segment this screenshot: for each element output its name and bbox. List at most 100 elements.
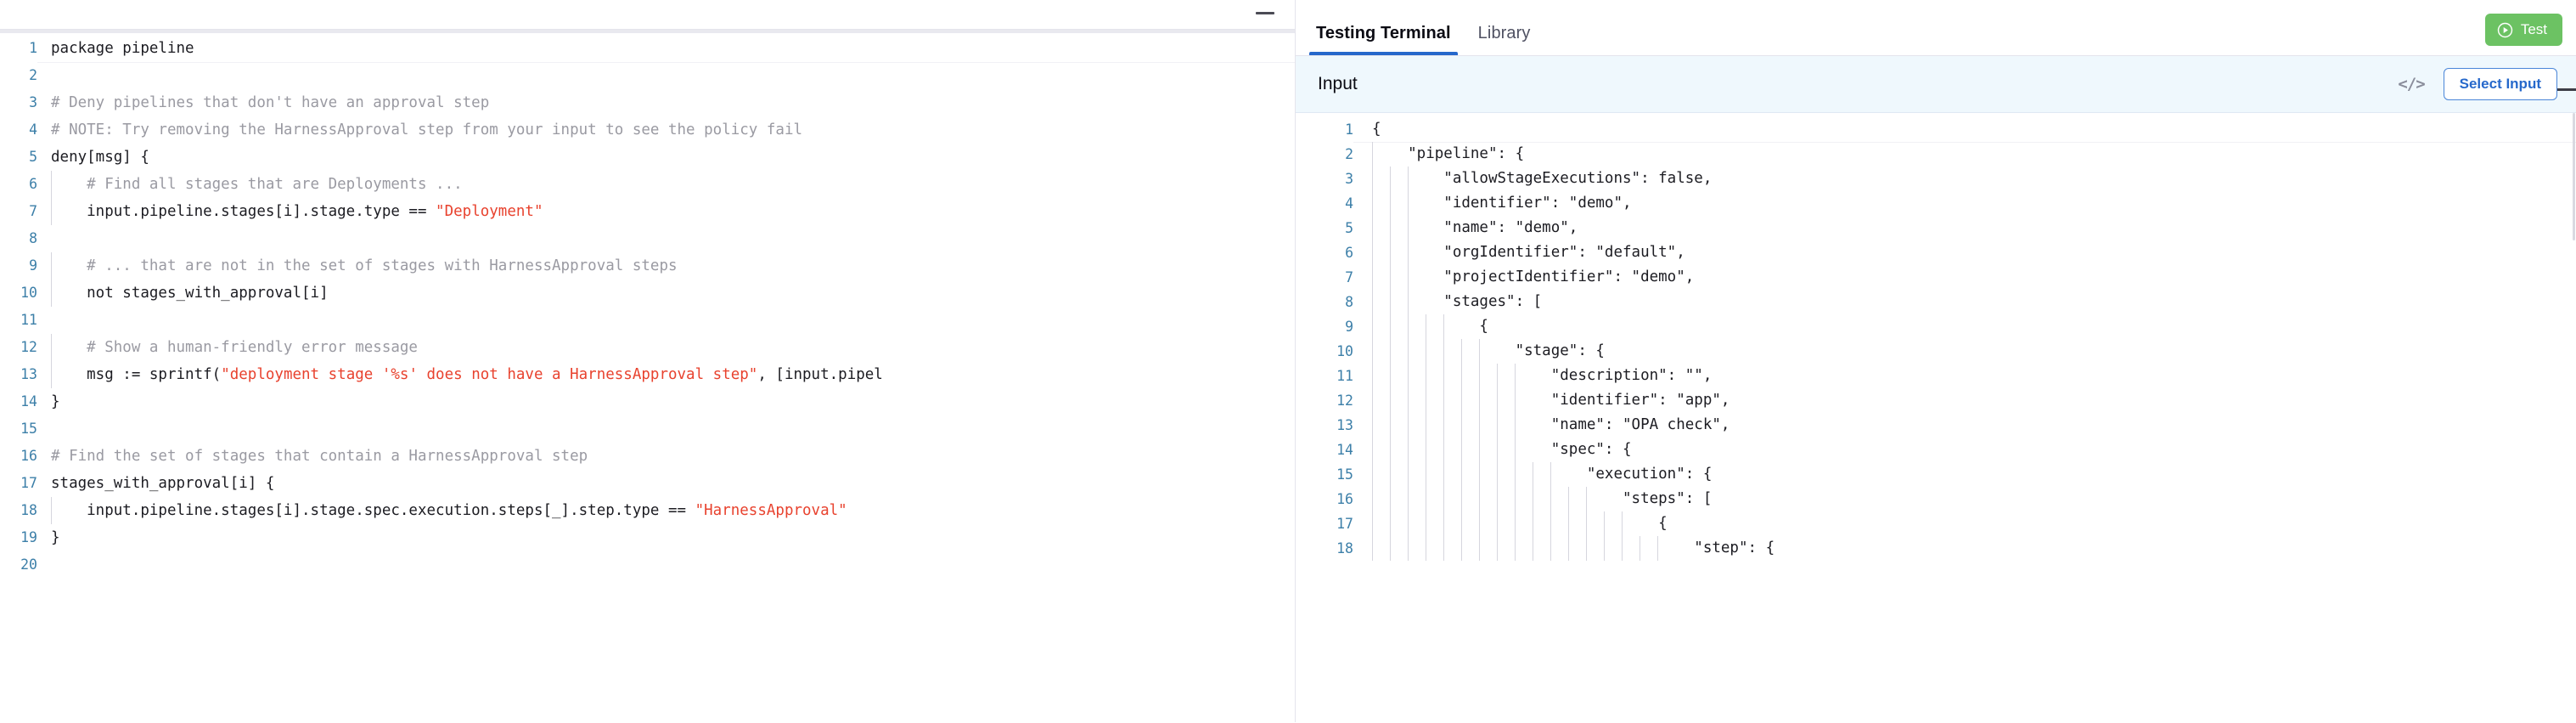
code-token-code: input.pipeline.stages[i].stage.type == [51,203,436,220]
line-number: 12 [1336,393,1353,409]
bottom-strip [1296,717,2576,722]
code-token-comment: # ... that are not in the set of stages … [51,257,678,274]
panel-collapse-icon[interactable] [2557,88,2576,91]
json-line-content: "execution": { [1353,462,2576,487]
code-token-code: stages_with_approval[i] { [51,475,275,492]
input-json-scroll-area[interactable]: 1{2 "pipeline": {3 "allowStageExecutions… [1296,113,2576,722]
editor-toolbar [0,0,1295,30]
json-line: 9 { [1296,314,2576,339]
json-line: 18 "step": { [1296,536,2576,561]
code-line-content: # NOTE: Try removing the HarnessApproval… [37,116,1295,144]
testing-terminal-pane: Testing Terminal Library Test Input </> … [1295,0,2576,722]
code-line: 20 [0,551,1295,579]
json-line: 13 "name": "OPA check", [1296,413,2576,438]
editor-horizontal-scrollbar[interactable] [0,30,1295,33]
test-button-label: Test [2520,21,2547,37]
json-line-content: "name": "OPA check", [1353,413,2576,438]
code-token-comment: # Deny pipelines that don't have an appr… [51,94,490,111]
json-line-content: "orgIdentifier": "default", [1353,240,2576,265]
line-number: 5 [1345,220,1353,236]
code-line: 16 # Find the set of stages that contain … [0,443,1295,470]
json-line: 1{ [1296,117,2576,142]
line-number: 14 [20,393,37,410]
code-token-code: } [51,393,60,410]
line-number: 20 [20,556,37,573]
line-number: 9 [1345,319,1353,335]
test-button[interactable]: Test [2484,14,2562,46]
json-text: "stage": { [1372,342,1605,359]
json-text: "pipeline": { [1372,145,1525,162]
line-number: 5 [29,149,37,165]
code-token-code: } [51,529,60,546]
json-line-content: "steps": [ [1353,487,2576,511]
tab-testing-terminal[interactable]: Testing Terminal [1302,25,1465,55]
code-line: 15 [0,415,1295,443]
line-number: 2 [29,67,37,83]
json-text: "step": { [1372,539,1775,556]
json-text: "projectIdentifier": "demo", [1372,268,1695,285]
code-line-content: # Show a human-friendly error message [37,334,1295,361]
json-line-content: "spec": { [1353,438,2576,462]
code-line-content: deny[msg] { [37,144,1295,171]
line-number: 15 [1336,466,1353,483]
code-brackets-icon[interactable]: </> [2398,75,2425,93]
json-text: "stages": [ [1372,293,1543,310]
code-line: 3 # Deny pipelines that don't have an app… [0,89,1295,116]
line-number: 18 [20,502,37,518]
json-line: 7 "projectIdentifier": "demo", [1296,265,2576,290]
code-line: 11 [0,307,1295,334]
code-line: 13 msg := sprintf("deployment stage '%s'… [0,361,1295,388]
code-token-code: input.pipeline.stages[i].stage.spec.exec… [51,502,695,519]
line-number: 6 [29,176,37,192]
select-input-button[interactable]: Select Input [2443,68,2557,100]
line-number: 4 [1345,195,1353,212]
line-number: 13 [20,366,37,382]
minimize-icon[interactable] [1256,12,1274,17]
code-token-comment: # NOTE: Try removing the HarnessApproval… [51,121,803,138]
json-line-content: "projectIdentifier": "demo", [1353,265,2576,290]
code-line-content: } [37,388,1295,415]
code-line-content: } [37,524,1295,551]
code-token-code: deny[msg] { [51,149,149,166]
json-text: "spec": { [1372,441,1632,458]
tab-library[interactable]: Library [1465,25,1544,55]
json-line: 11 "description": "", [1296,364,2576,388]
code-token-comment: # Show a human-friendly error message [51,339,418,356]
code-line: 5 deny[msg] { [0,144,1295,171]
code-token-comment: # Find all stages that are Deployments .… [51,176,463,193]
json-line-content: { [1353,314,2576,339]
line-number: 16 [20,448,37,464]
line-number: 16 [1336,491,1353,507]
code-line: 7 input.pipeline.stages[i].stage.type ==… [0,198,1295,225]
code-line: 17 stages_with_approval[i] { [0,470,1295,497]
code-line: 12 # Show a human-friendly error message [0,334,1295,361]
code-line: 14} [0,388,1295,415]
input-vertical-scrollbar[interactable] [2573,113,2576,722]
line-number: 18 [1336,540,1353,556]
code-line: 18 input.pipeline.stages[i].stage.spec.e… [0,497,1295,524]
code-line: 8 [0,225,1295,252]
line-number: 3 [1345,171,1353,187]
code-line-content: not stages_with_approval[i] [37,280,1295,307]
json-line-content: "identifier": "app", [1353,388,2576,413]
code-line-content: msg := sprintf("deployment stage '%s' do… [37,361,1295,388]
code-token-comment: # Find the set of stages that contain a … [51,448,588,465]
json-text: "identifier": "app", [1372,392,1730,409]
json-line: 2 "pipeline": { [1296,142,2576,167]
code-line: 2 [0,62,1295,89]
code-line-content: # Deny pipelines that don't have an appr… [37,89,1295,116]
line-number: 17 [20,475,37,491]
line-number: 3 [29,94,37,110]
code-token-code: not stages_with_approval[i] [51,285,329,302]
input-panel-title: Input [1318,74,1358,93]
line-number: 11 [20,312,37,328]
line-number: 19 [20,529,37,545]
json-text: "steps": [ [1372,490,1713,507]
json-line: 4 "identifier": "demo", [1296,191,2576,216]
line-number: 4 [29,121,37,138]
json-line: 6 "orgIdentifier": "default", [1296,240,2576,265]
json-line: 14 "spec": { [1296,438,2576,462]
